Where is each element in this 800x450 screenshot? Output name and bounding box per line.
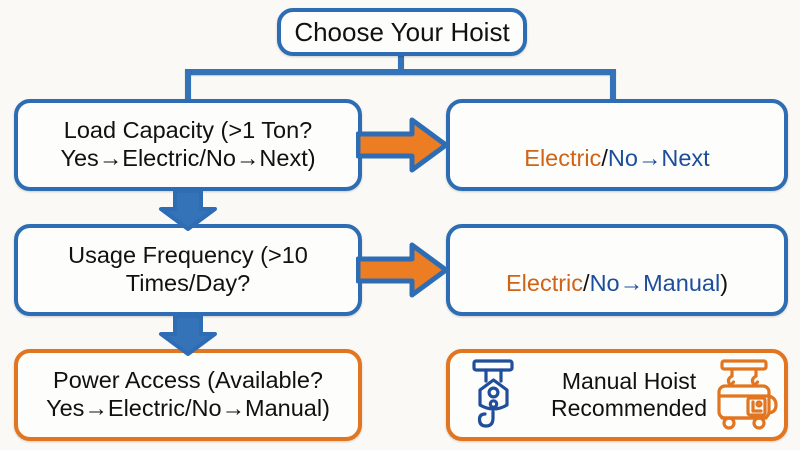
hoist-machine-icon [708, 358, 780, 434]
connector-horizontal-bar [185, 69, 616, 75]
node-title[interactable]: Choose Your Hoist [277, 8, 527, 56]
node-outcome-row1[interactable]: Electric/No→Next [446, 99, 788, 191]
node-outcome-row1-label: Electric/No→Next [516, 117, 717, 172]
crane-hook-icon [462, 357, 526, 435]
outcome1-part-electric: Electric [524, 145, 602, 171]
node-outcome-row2-label: Electric/No→Manual) [498, 242, 736, 297]
node-decision-power-access-label: Power Access (Available? Yes→Electric/No… [46, 367, 330, 421]
node-decision-power-access[interactable]: Power Access (Available? Yes→Electric/No… [14, 349, 362, 441]
node-outcome-manual-hoist-label: Manual Hoist Recommended [551, 367, 707, 421]
node-outcome-row2[interactable]: Electric/No→Manual) [446, 224, 788, 316]
outcome2-part-no-manual: No→Manual [589, 270, 721, 296]
outcome1-part-no-next: No→Next [607, 145, 710, 171]
connector-drop-left [185, 69, 191, 103]
block-arrow-down-icon [159, 314, 217, 356]
connector-drop-right [610, 69, 616, 103]
block-arrow-down-icon [159, 189, 217, 231]
outcome2-part-paren: ) [720, 270, 729, 296]
node-decision-usage-frequency-label: Usage Frequency (>10 Times/Day? [68, 242, 308, 296]
outcome2-part-slash: / [583, 270, 590, 296]
node-decision-load-capacity-label: Load Capacity (>1 Ton? Yes→Electric/No→N… [60, 117, 316, 171]
node-decision-usage-frequency[interactable]: Usage Frequency (>10 Times/Day? [14, 224, 362, 316]
block-arrow-right-icon [356, 117, 448, 173]
outcome1-part-slash: / [601, 145, 608, 171]
connector-title-stem [398, 54, 404, 72]
node-decision-load-capacity[interactable]: Load Capacity (>1 Ton? Yes→Electric/No→N… [14, 99, 362, 191]
node-outcome-manual-hoist[interactable]: Manual Hoist Recommended [446, 349, 788, 441]
block-arrow-right-icon [356, 242, 448, 298]
outcome2-part-electric: Electric [505, 270, 584, 296]
node-title-label: Choose Your Hoist [294, 16, 510, 47]
